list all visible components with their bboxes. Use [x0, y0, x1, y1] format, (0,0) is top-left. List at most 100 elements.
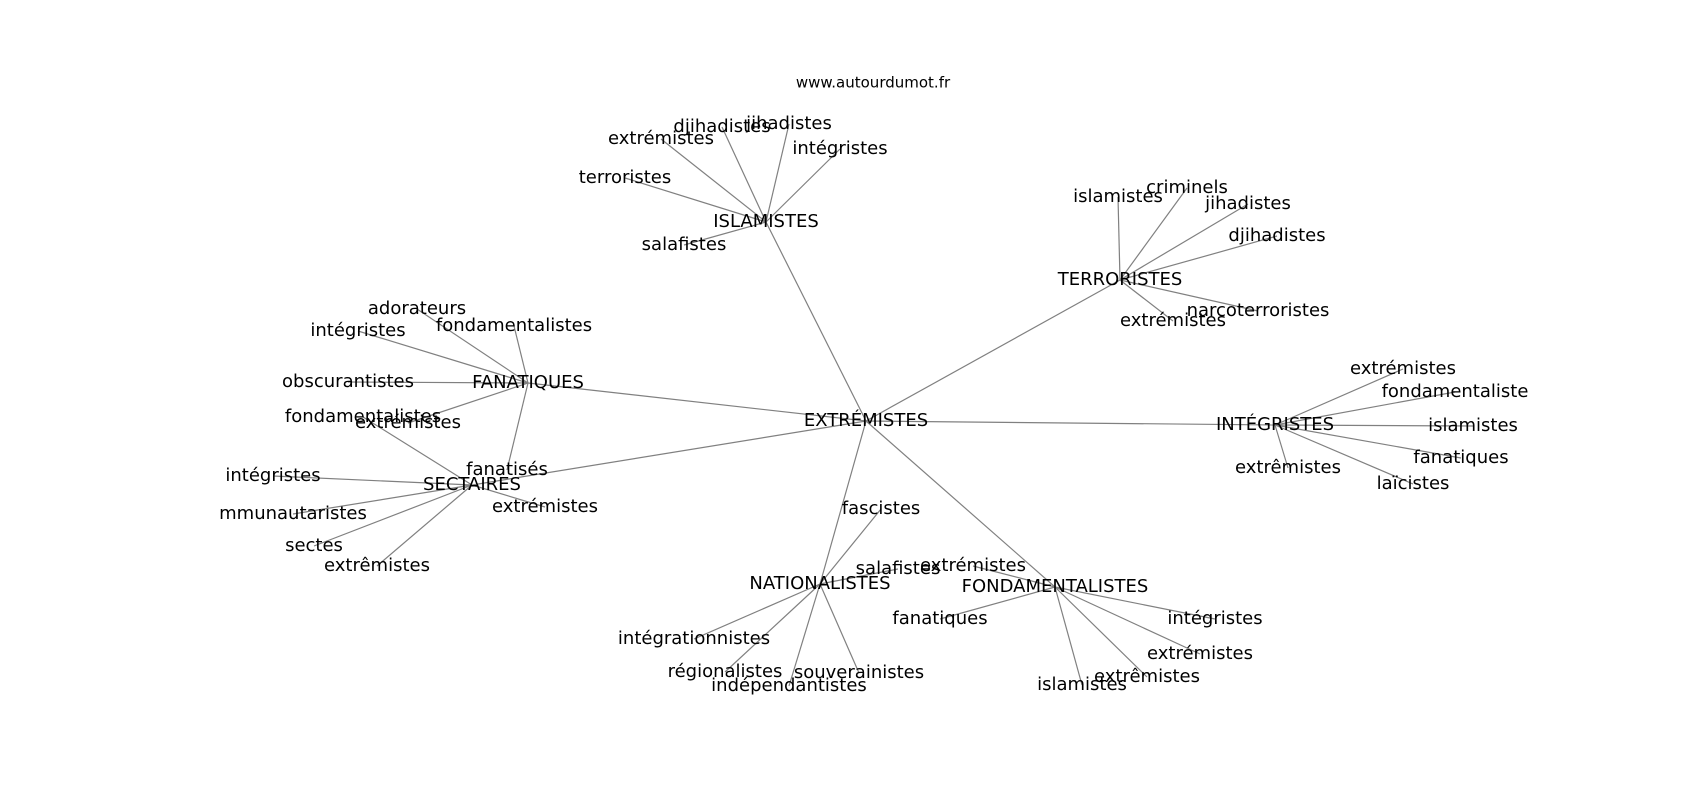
leaf-node-fondamentalistes-3: extrémistes [1147, 643, 1253, 664]
edge-fondamentalistes-leaf-1 [939, 586, 1056, 620]
leaf-node-terroristes-2: jihadistes [1204, 193, 1291, 214]
leaf-node-terroristes-3: djihadistes [1228, 225, 1325, 246]
edge-sectaires-leaf-4 [376, 484, 473, 567]
edge-fondamentalistes-leaf-2 [1054, 586, 1216, 620]
graph-nodes: EXTRÉMISTESISLAMISTESextrémistesdjihadis… [219, 113, 1528, 696]
center-node: EXTRÉMISTES [804, 409, 928, 431]
leaf-node-nationalistes-1: salafistes [856, 558, 941, 579]
leaf-node-fondamentalistes-0: extrémistes [920, 555, 1026, 576]
edge-fanatiques-leaf-4 [407, 382, 529, 424]
leaf-node-integristes-1: fondamentaliste [1382, 381, 1529, 402]
leaf-node-terroristes-4: narcoterroristes [1187, 300, 1330, 321]
leaf-node-nationalistes-5: souverainistes [794, 662, 924, 683]
edge-nationalistes-leaf-5 [819, 583, 860, 674]
leaf-node-sectaires-4: extrêmistes [324, 555, 430, 576]
leaf-node-sectaires-2: mmunautaristes [219, 503, 367, 524]
edge-nationalistes-leaf-0 [819, 508, 882, 585]
edge-sectaires-leaf-1 [272, 475, 473, 486]
leaf-node-fanatiques-3: obscurantistes [282, 371, 414, 392]
edge-terroristes-leaf-0 [1117, 196, 1121, 281]
edge-nationalistes-leaf-1 [819, 568, 899, 585]
leaf-node-fanatiques-2: fondamentalistes [436, 315, 592, 336]
leaf-node-sectaires-0: fondamentalistes [285, 406, 441, 427]
edge-terroristes-leaf-1 [1119, 187, 1188, 281]
leaf-node-islamistes-5: salafistes [642, 234, 727, 255]
edge-islamistes-leaf-0 [660, 138, 767, 223]
leaf-node-fondamentalistes-4: islamistes [1037, 674, 1127, 695]
edge-terroristes-leaf-3 [1119, 235, 1278, 281]
hub-node-sectaires: SECTAIRES [423, 474, 521, 495]
leaf-node-fanatiques-1: intégristes [310, 320, 405, 341]
edge-islamistes-leaf-1 [721, 126, 767, 223]
edge-fanatiques-leaf-1 [357, 330, 529, 384]
edge-fanatiques-leaf-2 [513, 325, 529, 384]
leaf-node-sectaires-3: sectes [285, 535, 343, 556]
edge-sectaires-leaf-5 [471, 484, 546, 508]
leaf-node-islamistes-1: djihadistes [673, 116, 770, 137]
hub-node-integristes: INTÉGRISTES [1216, 413, 1334, 435]
edge-integristes-leaf-2 [1274, 424, 1474, 427]
leaf-node-fanatiques-0: adorateurs [368, 298, 466, 319]
edge-islamistes-leaf-5 [683, 221, 767, 246]
edge-fondamentalistes-leaf-3 [1054, 586, 1201, 655]
hub-node-islamistes: ISLAMISTES [713, 211, 819, 232]
edge-islamistes-leaf-4 [624, 177, 767, 223]
leaf-node-nationalistes-0: fascistes [842, 498, 921, 519]
leaf-node-fondamentalistes-5: extrêmistes [1094, 666, 1200, 687]
hub-node-nationalistes: NATIONALISTES [749, 573, 890, 594]
leaf-node-sectaires-5: extrémistes [492, 496, 598, 517]
edge-center-fondamentalistes [865, 420, 1056, 588]
edge-fanatiques-leaf-3 [347, 381, 529, 384]
watermark: www.autourdumot.fr [796, 74, 951, 92]
hub-node-fondamentalistes: FONDAMENTALISTES [962, 576, 1149, 597]
leaf-node-terroristes-0: islamistes [1073, 186, 1163, 207]
edge-integristes-leaf-3 [1274, 424, 1462, 459]
edge-center-islamistes [765, 221, 867, 422]
edge-fondamentalistes-leaf-4 [1054, 586, 1083, 686]
leaf-node-islamistes-0: extrémistes [608, 128, 714, 149]
edge-integristes-leaf-0 [1274, 368, 1404, 426]
leaf-node-nationalistes-3: régionalistes [668, 661, 783, 682]
hub-node-terroristes: TERRORISTES [1057, 269, 1183, 290]
edge-terroristes-leaf-2 [1119, 203, 1249, 281]
edge-nationalistes-leaf-2 [693, 583, 821, 640]
leaf-node-fondamentalistes-1: fanatiques [892, 608, 987, 629]
edge-sectaires-leaf-3 [313, 484, 473, 547]
edge-fondamentalistes-leaf-5 [1054, 586, 1148, 678]
edge-sectaires-leaf-0 [362, 416, 473, 486]
leaf-node-integristes-4: laïcistes [1377, 473, 1450, 494]
edge-nationalistes-leaf-4 [788, 583, 821, 687]
hub-node-fanatiques: FANATIQUES [472, 372, 584, 393]
edge-center-sectaires [471, 420, 867, 486]
edge-islamistes-leaf-3 [765, 148, 841, 223]
edge-islamistes-leaf-2 [765, 123, 790, 223]
edge-integristes-leaf-1 [1274, 391, 1456, 426]
edge-fanatiques-leaf-5 [506, 382, 529, 471]
leaf-node-fanatiques-5: fanatisés [466, 459, 548, 480]
leaf-node-integristes-5: extrêmistes [1235, 457, 1341, 478]
edge-fondamentalistes-leaf-0 [972, 565, 1056, 588]
edge-terroristes-leaf-5 [1119, 279, 1174, 322]
leaf-node-islamistes-2: jihadistes [745, 113, 832, 134]
leaf-node-nationalistes-2: intégrationnistes [618, 628, 770, 649]
edge-center-terroristes [865, 279, 1121, 422]
edge-integristes-leaf-5 [1274, 424, 1289, 469]
edge-integristes-leaf-4 [1274, 424, 1414, 485]
edge-nationalistes-leaf-3 [724, 583, 821, 673]
graph-edges [272, 123, 1474, 687]
leaf-node-sectaires-1: intégristes [225, 465, 320, 486]
leaf-node-integristes-3: fanatiques [1413, 447, 1508, 468]
leaf-node-integristes-0: extrémistes [1350, 358, 1456, 379]
leaf-node-terroristes-1: criminels [1146, 177, 1228, 198]
edge-center-fanatiques [527, 382, 867, 422]
edge-sectaires-leaf-2 [292, 484, 473, 515]
leaf-node-nationalistes-4: indépendantistes [711, 675, 867, 696]
edge-center-integristes [865, 420, 1276, 426]
edge-fanatiques-leaf-0 [416, 308, 529, 384]
leaf-node-terroristes-5: extrémistes [1120, 310, 1226, 331]
leaf-node-fanatiques-4: extrémistes [355, 412, 461, 433]
leaf-node-fondamentalistes-2: intégristes [1167, 608, 1262, 629]
leaf-node-islamistes-4: terroristes [579, 167, 672, 188]
leaf-node-islamistes-3: intégristes [792, 138, 887, 159]
